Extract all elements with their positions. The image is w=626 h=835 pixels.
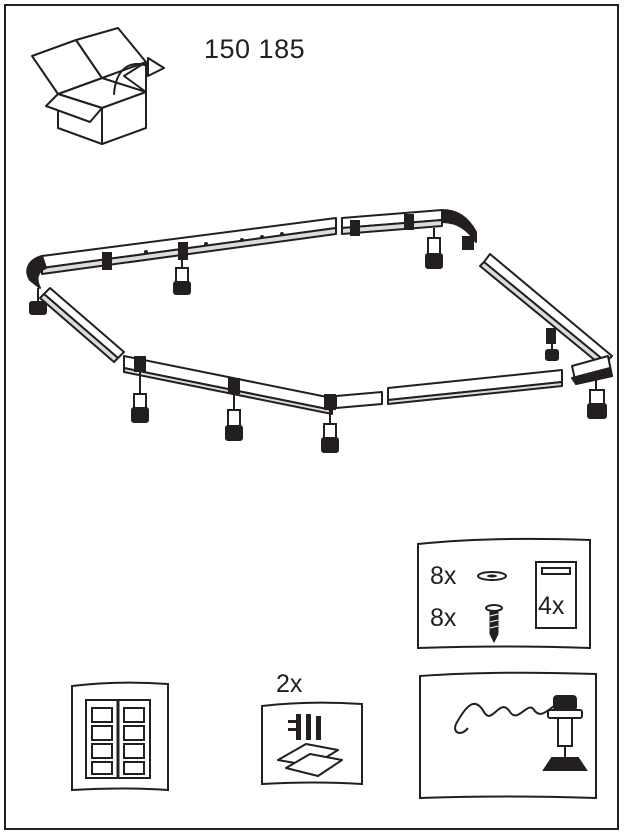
instruction-sheet: 150 185 <box>4 4 619 830</box>
instruction-booklet-icon <box>71 681 169 792</box>
washer-quantity: 8x <box>430 562 457 590</box>
part-number: 150 185 <box>204 34 306 64</box>
brackets-kit-icon <box>261 701 363 786</box>
adhesive-pad-icon <box>535 561 577 629</box>
pad-quantity: 4x <box>538 592 565 620</box>
hardware-kit-panel <box>417 537 591 650</box>
screw-quantity: 8x <box>430 604 457 632</box>
brackets-quantity: 2x <box>276 670 303 698</box>
leg-sealant-kit-icon <box>419 671 597 800</box>
frame-assembly-illustration <box>26 209 613 453</box>
screw-icon <box>485 604 503 644</box>
open-box-icon <box>31 27 165 145</box>
